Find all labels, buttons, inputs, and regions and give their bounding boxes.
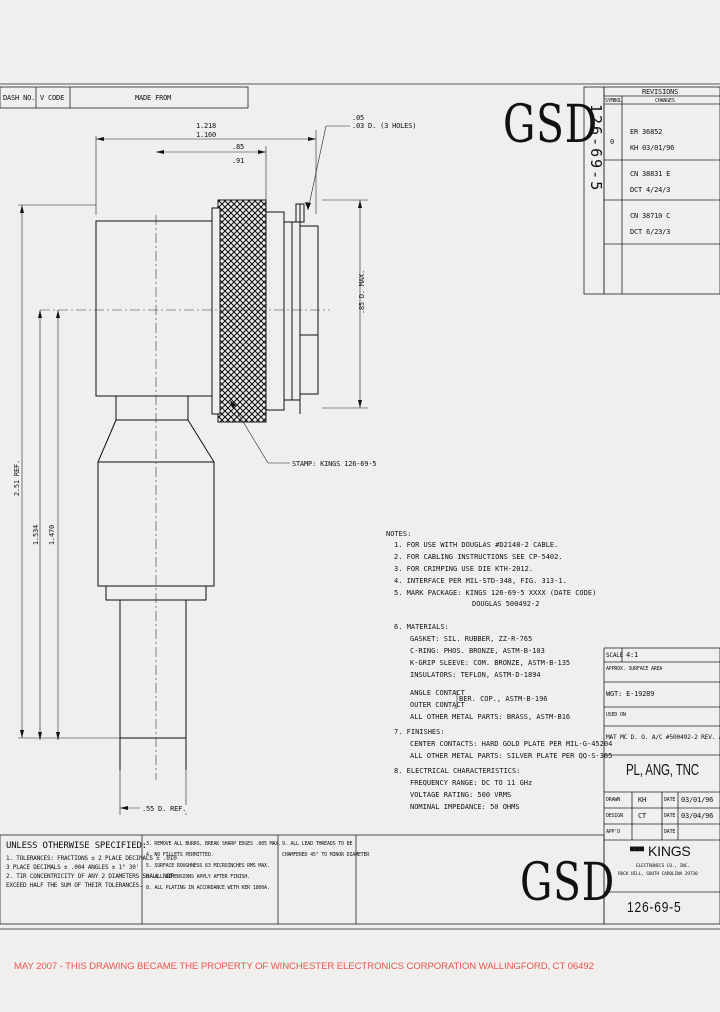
used-on: USED ON [606,712,626,718]
stamp-label: STAMP: KINGS 126-69-5 [292,460,377,468]
spec-line-9b: CHAMFERED 45° TO MINOR DIAMETER [282,852,370,858]
approx-surface: APPROX. SURFACE AREA [606,666,663,672]
unless-line-1: 1. TOLERANCES: FRACTIONS ± 2 PLACE DECIM… [6,855,177,862]
note-6-bercop: BER. COP., ASTM-B-196 [459,695,548,703]
note-8-voltage: VOLTAGE RATING: 500 VRMS [410,791,512,799]
design-date-label: DATE [664,813,676,819]
dim-1470: 1.470 [48,525,56,546]
note-1: 1. FOR USE WITH DOUGLAS #D2148-2 CABLE. [394,541,559,549]
mat-line: MAT MC D. O. A/C #500492-2 REV. A [606,734,720,741]
scale-label: SCALE [606,652,624,659]
rev-row-0-sym: 0 [610,138,615,146]
company-sub2: ROCK HILL, SOUTH CAROLINA 29730 [618,872,698,877]
spec-line-9: 9. ALL LEAD THREADS TO BE [282,841,353,847]
note-6-angle: ANGLE CONTACT [410,689,465,697]
rev-row-2-line1: CN 38710 C [630,212,671,220]
rev-row-1-line1: CN 38831 E [630,170,671,178]
company-name: KINGS [648,843,691,859]
drawn-by: KH [638,796,647,804]
kings-logo-icon: ■■■ [630,844,644,853]
scale-value: 4:1 [626,651,639,659]
note-5: 5. MARK PACKAGE: KINGS 126-69-5 XXXX (DA… [394,589,597,597]
unless-line-3: 2. TIR CONCENTRICITY OF ANY 2 DIAMETERS … [6,873,174,880]
drawn-label: DRAWN [606,797,621,803]
dim-1218: 1.218 [196,122,217,130]
header-dash-no: DASH NO. [3,94,36,102]
rev-col-changes: CHANGES [655,98,675,104]
title-block-box [603,647,720,925]
drawn-date: 03/01/96 [681,796,714,804]
spec-line-3: 3. REMOVE ALL BURRS, BREAK SHARP EDGES .… [146,841,281,847]
note-8-freq: FREQUENCY RANGE: DC TO 11 GHz [410,779,533,787]
note-6-outer: OUTER CONTACT [410,701,465,709]
unless-line-2: 3 PLACE DECIMALS ± .004 ANGLES ± 1° 30' [6,864,140,871]
note-6-cring: C-RING: PHOS. BRONZE, ASTM-B-103 [410,647,545,655]
dim-85-max: .85 D. MAX. [358,270,366,315]
unless-line-4: EXCEED HALF THE SUM OF THEIR TOLERANCES. [6,882,143,889]
header-v-code: V CODE [40,94,65,102]
wgt: WGT: E-19289 [606,690,655,698]
spec-line-6: 6. ALL DIMENSIONS APPLY AFTER FINISH. [146,874,250,880]
dim-251-ref: 2.51 REF. [13,460,21,497]
note-4: 4. INTERFACE PER MIL-STD-348, FIG. 313-1… [394,577,567,585]
note-6-insulators: INSULATORS: TEFLON, ASTM-D-1894 [410,671,541,679]
rev-row-2-line2: DCT 6/23/3 [630,228,671,236]
ownership-footer: MAY 2007 - THIS DRAWING BECAME THE PROPE… [14,961,594,972]
header-table-box [0,86,249,109]
note-6-kgrip: K-GRIP SLEEVE: COM. BRONZE, ASTM-B-135 [410,659,571,667]
dim-holes-03: .03 D. (3 HOLES) [352,122,417,130]
company-sub1: ELECTRONICS CO., INC. [636,864,690,869]
note-6-gasket: GASKET: SIL. RUBBER, ZZ-R-765 [410,635,533,643]
note-2: 2. FOR CABLING INSTRUCTIONS SEE CP-5402. [394,553,563,561]
rev-row-0-line2: KH 03/01/96 [630,144,675,152]
note-heading: NOTES: [386,530,412,538]
note-8: 8. ELECTRICAL CHARACTERISTICS: [394,767,521,775]
design-date: 03/04/96 [681,812,714,820]
note-6: 6. MATERIALS: [394,623,449,631]
note-6-other: ALL OTHER METAL PARTS: BRASS, ASTM-B16 [410,713,571,721]
note-7-other: ALL OTHER METAL PARTS: SILVER PLATE PER … [410,752,613,760]
header-made-from: MADE FROM [135,94,172,102]
appd-date-label: DATE [664,829,676,835]
dim-55-ref: .55 D. REF. [140,805,189,813]
revisions-title: REVISIONS [642,88,679,96]
vertical-pn-box [583,86,605,295]
dim-holes-05: .05 [352,114,365,122]
note-3: 3. FOR CRIMPING USE DIE KTH-2012. [394,565,534,573]
rev-col-symbol: SYMBOL [605,98,622,104]
note-5b: DOUGLAS 500492-2 [472,600,540,608]
rev-row-1-line2: DCT 4/24/3 [630,186,671,194]
appd-label: APP'D [606,829,621,835]
vertical-part-number: 126-69-5 [587,104,605,193]
drawn-date-label: DATE [664,797,676,803]
note-7: 7. FINISHES: [394,728,445,736]
title-part-number: 126-69-5 [627,899,682,916]
spec-line-4: 4. NO FILLETS PERMITTED. [146,852,214,858]
drawing-title: PL, ANG, TNC [626,762,699,779]
design-label: DESIGN [606,813,623,819]
note-8-impedance: NOMINAL IMPEDANCE: 50 OHMS [410,803,520,811]
dim-91: .91 [232,157,245,165]
gsd-logo-bottom: GSD [520,853,616,913]
dim-1534: 1.534 [32,525,40,546]
unless-title: UNLESS OTHERWISE SPECIFIED: [6,841,147,851]
spec-line-8: 8. ALL PLATING IN ACCORDANCE WITH KER 18… [146,885,270,891]
rev-row-0-line1: ER 36852 [630,128,663,136]
dim-85: .85 [232,143,245,151]
note-7-center: CENTER CONTACTS: HARD GOLD PLATE PER MIL… [410,740,613,748]
design-by: CT [638,812,647,820]
gsd-logo-top: GSD [503,95,599,155]
dim-1160: 1.160 [196,131,217,139]
unless-box [0,834,605,925]
spec-line-5: 5. SURFACE ROUGHNESS 63 MICROINCHES RMS … [146,863,270,869]
